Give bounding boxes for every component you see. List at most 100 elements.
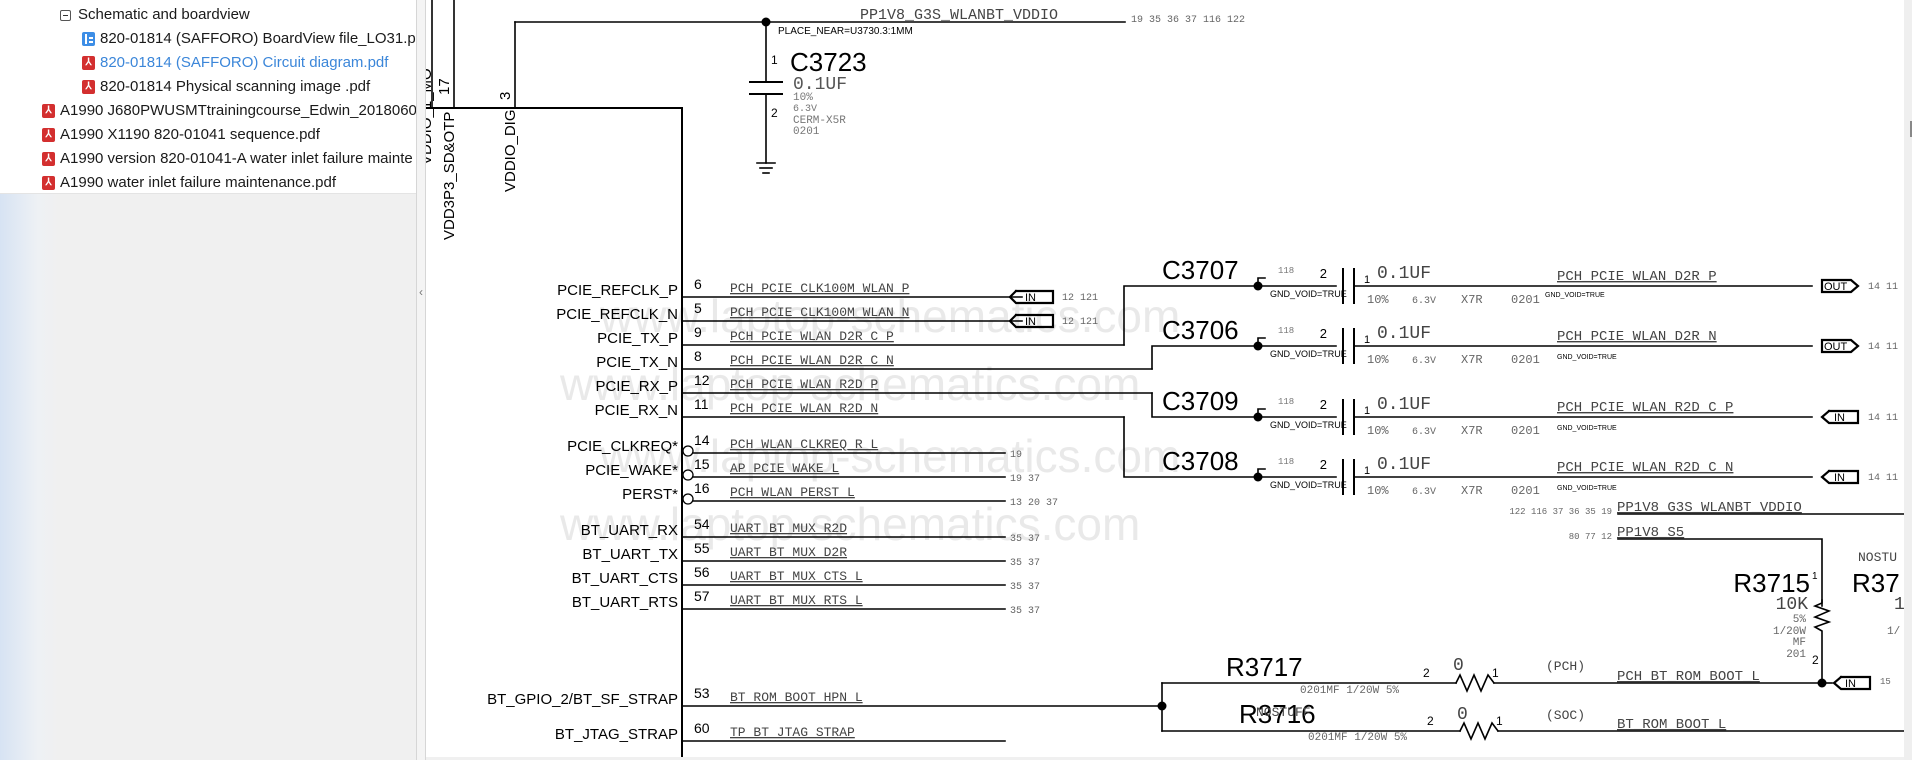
- net-tag: (PCH): [1546, 659, 1585, 674]
- tree-item-file[interactable]: ⅄ A1990 X1190 820-01041 sequence.pdf: [42, 124, 320, 146]
- sheet-refs: 35 37: [1010, 558, 1040, 569]
- component-attr: X7R: [1461, 424, 1483, 438]
- pin-number: 14: [694, 432, 710, 448]
- tree-item-file[interactable]: ⅄ A1990 water inlet failure maintenance.…: [42, 172, 336, 194]
- component-ref: R3717: [1226, 652, 1303, 682]
- collapse-minus-icon[interactable]: [60, 9, 71, 21]
- attribute: GND_VOID=TRUE: [1545, 292, 1605, 299]
- pin-name: PCIE_REFCLK_N: [556, 306, 678, 323]
- component-ref: R3715: [1733, 568, 1810, 598]
- attribute: GND_VOID=TRUE: [1270, 420, 1347, 430]
- sheet-refs: 118: [1278, 457, 1294, 467]
- scrollbar-thumb[interactable]: [1910, 121, 1912, 137]
- pdf-icon: ⅄: [82, 56, 95, 70]
- sheet-refs: 35 37: [1010, 606, 1040, 617]
- watermark-text: www.laptop-schematics.com: [559, 498, 1140, 550]
- pin-number: 2: [1320, 326, 1327, 341]
- net-label: AP_PCIE_WAKE_L: [730, 461, 839, 476]
- sheet-refs: 118: [1278, 266, 1294, 276]
- component-attr: 201: [1786, 649, 1806, 661]
- component-attr: 0201MF 1/20W 5%: [1308, 732, 1407, 744]
- component-attr: NOSTUFF: [1256, 705, 1311, 720]
- attribute: GND_VOID=TRUE: [1270, 349, 1347, 359]
- pin-name: PCIE_TX_P: [597, 330, 678, 347]
- inversion-bubble: [682, 493, 694, 505]
- sheet-refs: 15: [1880, 677, 1891, 687]
- attribute: GND_VOID=TRUE: [1557, 485, 1617, 492]
- component-ref: C3706: [1162, 315, 1239, 345]
- pin-number: 6: [694, 276, 702, 292]
- file-tree: Schematic and boardview 820-01814 (SAFFO…: [0, 0, 432, 194]
- component-attr: X7R: [1461, 484, 1483, 498]
- pin-name: VDDIO_1_MO: [426, 68, 435, 165]
- net-label: PCH_PCIE_WLAN_D2R_C_N: [730, 353, 894, 368]
- pin-name: PCIE_RX_P: [595, 378, 678, 395]
- tree-item-physical-scan[interactable]: ⅄ 820-01814 Physical scanning image .pdf: [82, 76, 370, 98]
- tree-item-circuit-diagram[interactable]: ⅄ 820-01814 (SAFFORO) Circuit diagram.pd…: [82, 52, 388, 74]
- pin-number: 53: [694, 685, 710, 701]
- pin-number: 3: [497, 92, 514, 100]
- net-tag: (SOC): [1546, 708, 1585, 723]
- pin-number: 9: [694, 324, 702, 340]
- sheet-refs: 122 116 37 36 35 19: [1509, 507, 1612, 517]
- watermark-text: www.laptop-schematics.com: [559, 358, 1140, 410]
- pin-number: 11: [694, 396, 709, 412]
- sidebar-splitter[interactable]: [416, 0, 426, 760]
- component-attr: 10%: [1367, 484, 1389, 498]
- tree-item-label: A1990 X1190 820-01041 sequence.pdf: [60, 126, 320, 143]
- tree-item-label: A1990 version 820-01041-A water inlet fa…: [60, 150, 413, 167]
- pin-number: 1: [1492, 666, 1499, 680]
- sheet-refs: 19 35 36 37 116 122: [1131, 15, 1245, 26]
- component-ref: C3709: [1162, 386, 1239, 416]
- component-ref: C3707: [1162, 255, 1239, 285]
- port-in-flag: [1008, 289, 1055, 305]
- net-label: PCH_PCIE_WLAN_R2D_N: [730, 401, 878, 416]
- tree-item-file[interactable]: ⅄ A1990 version 820-01041-A water inlet …: [42, 148, 413, 170]
- pdf-page: [426, 0, 1904, 757]
- component-attr: 6.3V: [1412, 427, 1436, 438]
- pin-number: 2: [1423, 666, 1430, 680]
- pin-name: VDDIO_DIG: [502, 109, 519, 192]
- component-ref: R3716: [1239, 699, 1316, 729]
- tree-item-file[interactable]: ⅄ A1990 J680PWUSMTtrainingcourse_Edwin_2…: [42, 100, 425, 122]
- tree-item-label: A1990 water inlet failure maintenance.pd…: [60, 174, 337, 191]
- sheet-refs: 14 11: [1868, 342, 1898, 353]
- port-label: IN: [1834, 412, 1845, 424]
- port-in-flag: [1832, 675, 1872, 691]
- net-label: UART_BT_MUX_R2D: [730, 521, 847, 536]
- sheet-refs: 12 121: [1062, 317, 1098, 328]
- schematic-drawing: www.laptop-schematics.com www.laptop-sche…: [426, 0, 1904, 757]
- pin-number: 17: [436, 78, 453, 95]
- tree-group-schematic[interactable]: Schematic and boardview: [60, 4, 250, 26]
- component-attr: 10%: [793, 92, 813, 104]
- pin-name: BT_GPIO_2/BT_SF_STRAP: [487, 691, 678, 708]
- component-ref: C3723: [790, 47, 867, 77]
- net-wire: [1123, 285, 1337, 346]
- net-label: PP1V8_G3S_WLANBT_VDDIO: [860, 7, 1058, 24]
- component-value: 0.1UF: [1377, 324, 1431, 344]
- tree-item-boardview[interactable]: 820-01814 (SAFFORO) BoardView file_LO31.…: [82, 28, 432, 50]
- vertical-scrollbar[interactable]: [1904, 0, 1912, 760]
- component-attr: X7R: [1461, 353, 1483, 367]
- inversion-bubble: [682, 469, 694, 481]
- pdf-icon: ⅄: [42, 104, 55, 118]
- component-attr: 5%: [1793, 614, 1807, 626]
- net-label: TP_BT_JTAG_STRAP: [730, 725, 855, 740]
- net-label: PP1V8_G3S_WLANBT_VDDIO: [1617, 500, 1802, 516]
- component-attr: 10%: [1367, 353, 1389, 367]
- pin-name: BT_UART_CTS: [572, 570, 678, 587]
- attribute: PLACE_NEAR=U3730.3:1MM: [778, 26, 913, 37]
- component-value: 10K: [1776, 595, 1809, 615]
- net-label: UART_BT_MUX_CTS_L: [730, 569, 863, 584]
- pin-number: 5: [694, 300, 702, 316]
- tree-item-label: 820-01814 (SAFFORO) BoardView file_LO31.…: [100, 30, 432, 47]
- pin-name: PERST*: [622, 486, 678, 503]
- resistor: [1454, 673, 1496, 693]
- component-attr: 0201MF 1/20W 5%: [1300, 685, 1399, 697]
- component-attr: 1/20W: [1773, 626, 1806, 638]
- component-attr: 6.3V: [1412, 356, 1436, 367]
- pdf-icon: ⅄: [82, 80, 95, 94]
- resistor: [1458, 721, 1500, 741]
- pin-number: 2: [1812, 653, 1819, 667]
- collapse-sidebar-icon[interactable]: ‹: [419, 285, 423, 299]
